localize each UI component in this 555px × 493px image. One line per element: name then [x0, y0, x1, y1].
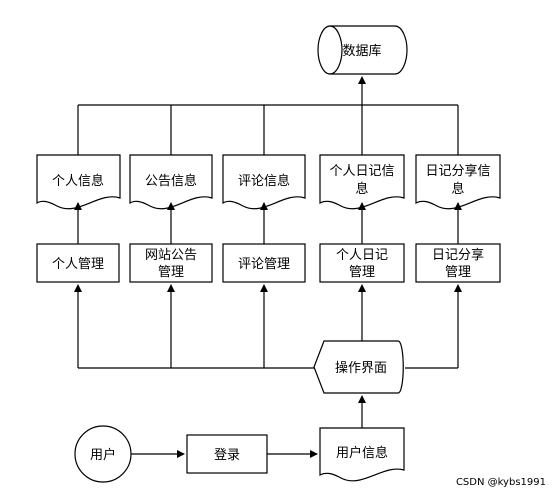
doc-share-info-line-1: 日记分享信 — [425, 163, 490, 179]
user-node: 用户 — [74, 425, 132, 483]
doc-diary-info-line-2: 息 — [355, 181, 368, 197]
doc-notice-info: 公告信息 — [129, 154, 213, 210]
operation-interface-node: 操作界面 — [313, 340, 404, 394]
doc-comment-info: 评论信息 — [222, 154, 306, 210]
doc-personal-info-line-1: 个人信息 — [52, 173, 104, 189]
box-notice-management: 网站公告 管理 — [129, 243, 213, 283]
box-comment-management: 评论管理 — [222, 243, 306, 283]
user-info-label: 用户信息 — [336, 445, 388, 461]
database-connectors — [77, 76, 459, 155]
management-to-doc-arrows — [74, 202, 462, 244]
doc-share-info: 日记分享信 息 — [415, 154, 501, 210]
box-diary-management: 个人日记 管理 — [319, 243, 405, 283]
box-share-management-line-2: 管理 — [445, 265, 471, 280]
login-node: 登录 — [186, 434, 268, 474]
box-diary-management-line-2: 管理 — [349, 265, 375, 280]
login-label: 登录 — [214, 448, 240, 463]
operation-interface-label: 操作界面 — [335, 360, 387, 376]
doc-diary-info: 个人日记信 息 — [319, 154, 405, 210]
database-node: 数据库 — [317, 25, 408, 75]
box-notice-management-line-2: 管理 — [158, 265, 184, 280]
doc-diary-info-line-1: 个人日记信 — [329, 164, 394, 179]
box-notice-management-line-1: 网站公告 — [145, 248, 197, 263]
user-info-node: 用户信息 — [319, 427, 405, 482]
box-share-management-line-1: 日记分享 — [432, 247, 484, 263]
doc-share-info-line-2: 息 — [451, 181, 464, 197]
doc-notice-info-line-1: 公告信息 — [145, 173, 197, 189]
doc-comment-info-line-1: 评论信息 — [238, 173, 290, 189]
box-personal-management: 个人管理 — [36, 243, 120, 283]
box-comment-management-line-1: 评论管理 — [238, 257, 290, 272]
doc-personal-info: 个人信息 — [36, 154, 121, 210]
box-diary-management-line-1: 个人日记 — [336, 248, 388, 263]
database-label: 数据库 — [342, 43, 381, 59]
watermark: CSDN @kybs1991 — [456, 477, 546, 488]
box-personal-management-line-1: 个人管理 — [52, 257, 104, 272]
user-label: 用户 — [90, 447, 116, 463]
operation-distribution-lines — [74, 284, 462, 369]
box-share-management: 日记分享 管理 — [415, 243, 501, 283]
